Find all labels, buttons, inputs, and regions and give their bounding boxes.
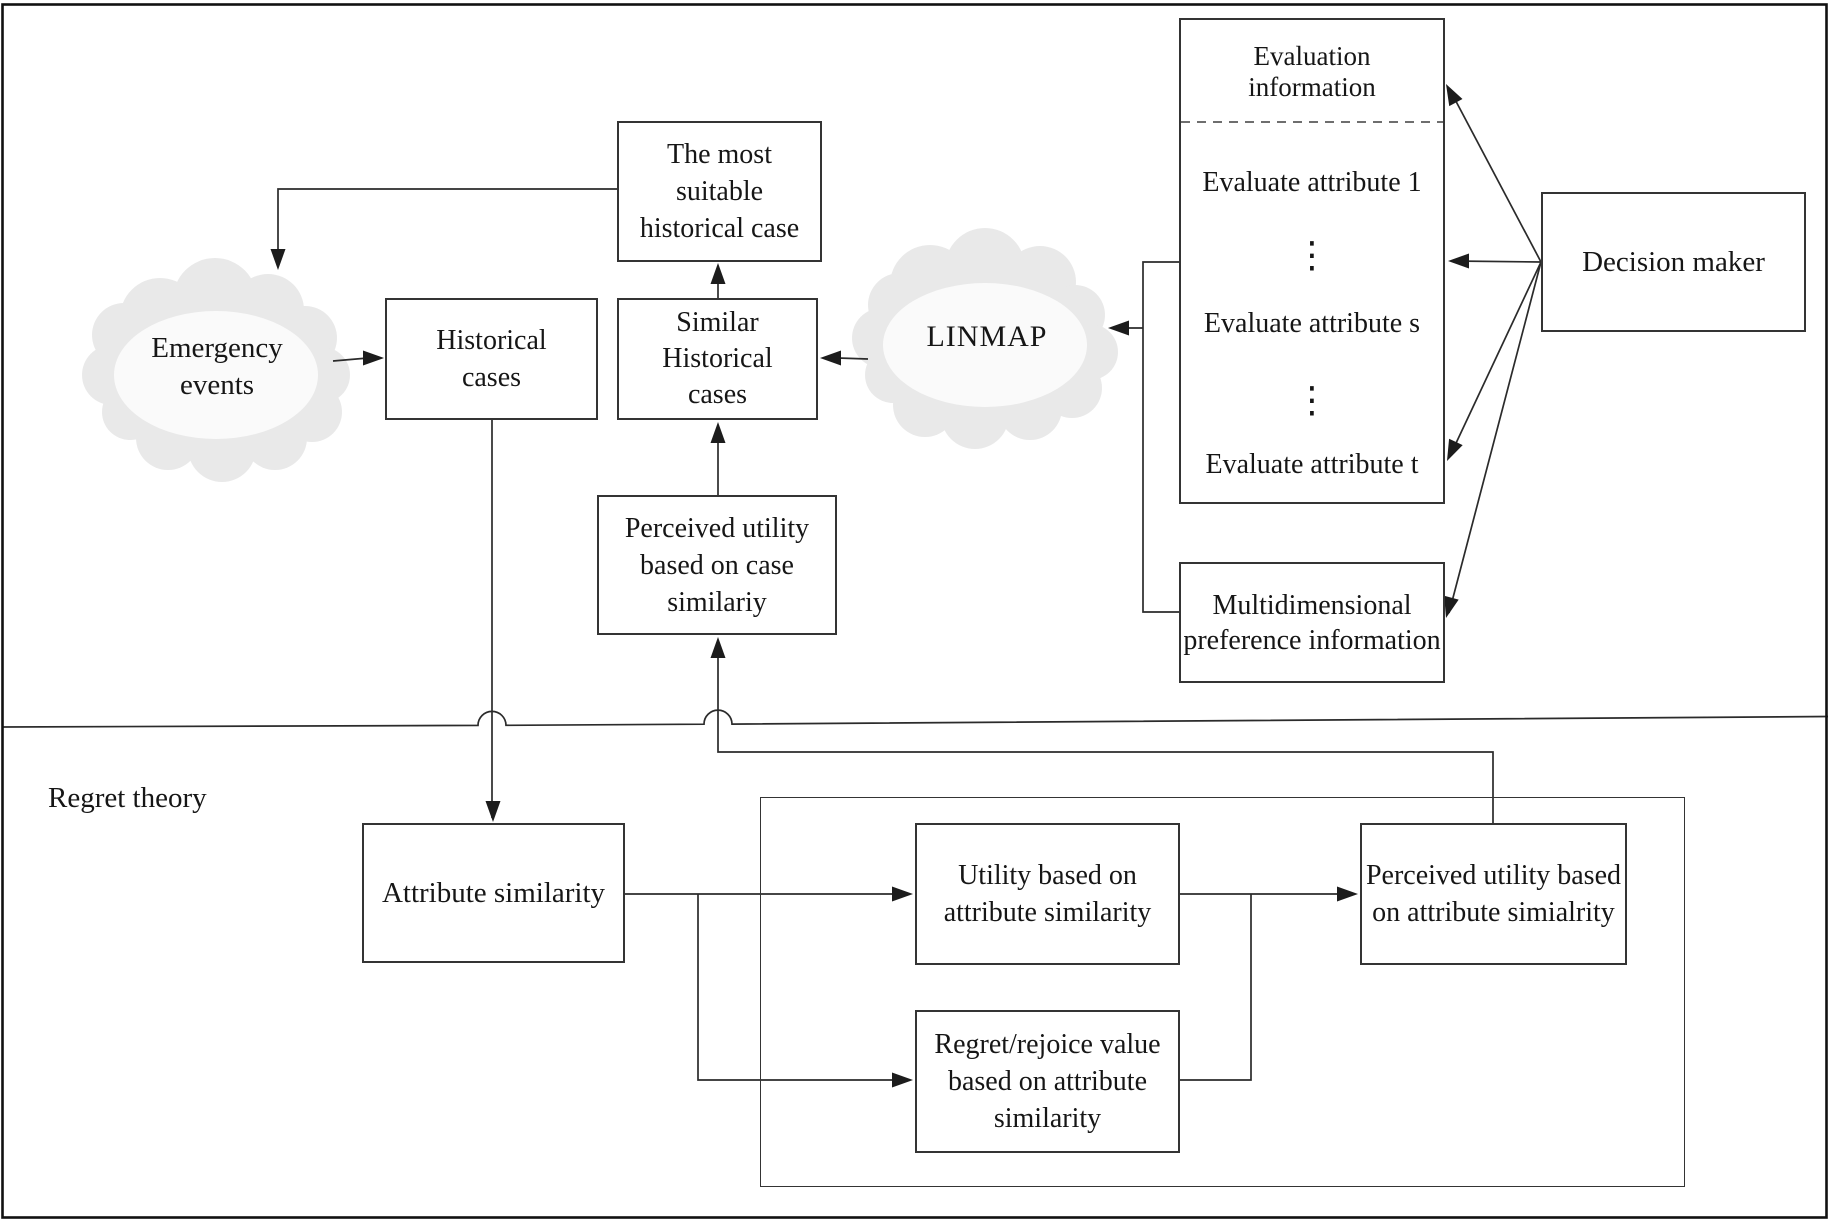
vertical-ellipsis-upper: ⋮: [1294, 235, 1330, 276]
arrowhead-into-utility: [892, 886, 913, 902]
arrowhead-into-similar-right: [820, 350, 841, 366]
section-divider-line: [1, 709, 1829, 728]
emergency-cloud-shape: [82, 258, 350, 482]
line-decision-to-evalt: [1449, 261, 1542, 457]
line-mostsuitable-to-emergency: [277, 188, 617, 254]
arrowhead-into-perceivedcase: [710, 637, 726, 658]
line-emergency-to-historical: [332, 357, 369, 362]
linmap-cloud-label: LINMAP: [926, 320, 1048, 353]
node-decision-maker: Decision maker: [1541, 192, 1806, 332]
arrowhead-into-perceivedattr: [1337, 886, 1358, 902]
line-decision-to-evaltop: [1449, 89, 1542, 263]
node-most-suitable-historical-case: The most suitable historical case: [617, 121, 822, 262]
node-similar-historical-cases: Similar Historical cases: [617, 298, 818, 420]
evaluation-panel-title: Evaluation information: [1248, 41, 1376, 102]
bracket-evaluation-multidimensional: [1142, 261, 1180, 613]
line-perceivedattr-to-perceivedcase: [717, 640, 1494, 823]
arrowhead-into-attributesim: [485, 801, 501, 822]
line-linmap-to-similar: [837, 357, 869, 360]
line-decision-to-multidim: [1448, 261, 1542, 614]
arrowhead-into-evalt: [1447, 438, 1463, 461]
arrowhead-into-evalmid: [1448, 253, 1469, 269]
evaluate-attribute-t-row: Evaluate attribute t: [1205, 449, 1419, 480]
arrowhead-into-regret: [892, 1072, 913, 1088]
node-attribute-similarity: Attribute similarity: [362, 823, 625, 963]
arrowhead-into-multidim: [1444, 595, 1459, 618]
evaluate-attribute-s-row: Evaluate attribute s: [1203, 308, 1421, 339]
vertical-ellipsis-lower: ⋮: [1294, 380, 1330, 421]
node-regret-rejoice-value: Regret/rejoice value based on attribute …: [915, 1010, 1180, 1153]
node-perceived-utility-attribute: Perceived utility based on attribute sim…: [1360, 823, 1627, 965]
evaluate-attribute-1-row: Evaluate attribute 1: [1202, 167, 1422, 198]
emergency-events-cloud-label: Emergency events: [151, 332, 283, 401]
linmap-cloud-shape: [852, 228, 1118, 449]
node-multidimensional-preference: Multidimensional preference information: [1179, 562, 1445, 683]
line-attributesim-to-regret: [697, 894, 910, 1081]
node-utility-attribute-similarity: Utility based on attribute similarity: [915, 823, 1180, 965]
regret-theory-label: Regret theory: [48, 781, 207, 814]
arrowhead-into-emergency: [270, 249, 286, 270]
arrowhead-into-evaltop: [1446, 84, 1463, 107]
node-historical-cases: Historical cases: [385, 298, 598, 420]
arrowhead-into-historical: [363, 350, 384, 366]
evaluation-panel-box: [1179, 18, 1445, 504]
arrowhead-into-similar-bottom: [710, 422, 726, 443]
regret-section-container: [760, 797, 1685, 1187]
outer-border: [1, 3, 1828, 1219]
line-regret-to-connector: [1180, 894, 1252, 1081]
arrowhead-into-mostsuitable: [710, 263, 726, 284]
node-perceived-utility-case: Perceived utility based on case similari…: [597, 495, 837, 635]
arrowhead-into-linmap: [1108, 320, 1129, 336]
